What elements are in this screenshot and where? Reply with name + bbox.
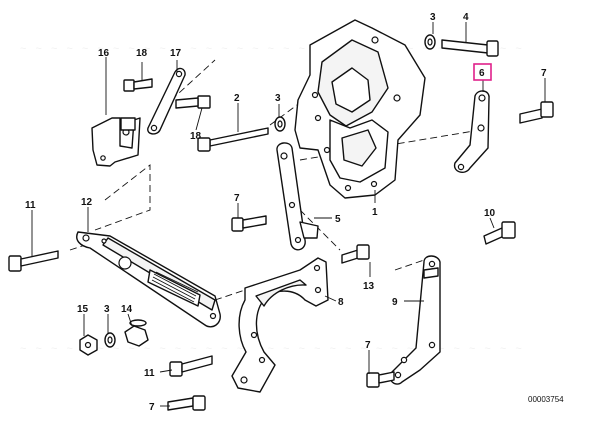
part-11-bolt-upper [8, 250, 59, 272]
part-3-washer-low [104, 332, 116, 348]
callout-9: 9 [392, 297, 398, 308]
part-1-main-bracket [294, 19, 426, 199]
part-5-strut [276, 142, 319, 251]
callout-labels: 16 18 17 18 2 3 3 4 6 7 1 5 7 11 12 10 1… [25, 12, 547, 413]
callout-15: 15 [77, 304, 89, 315]
callout-14: 14 [121, 304, 133, 315]
part-14-flange-nut [124, 319, 149, 347]
callout-6: 6 [479, 68, 485, 79]
part-2-stud [197, 127, 269, 152]
part-3-washer-mid [274, 116, 286, 132]
callout-10: 10 [484, 208, 496, 219]
callout-11: 11 [25, 200, 36, 211]
callout-18: 18 [190, 131, 202, 142]
callout-3: 3 [430, 12, 436, 23]
part-7-bolt-lower-right [366, 371, 395, 388]
callout-1: 1 [372, 207, 378, 218]
highlight-box [473, 63, 492, 81]
callout-3: 3 [275, 93, 281, 104]
callout-5: 5 [335, 214, 341, 225]
drawing-number: 00003754 [528, 395, 564, 404]
callout-7: 7 [365, 340, 371, 351]
callout-17: 17 [170, 48, 182, 59]
assembly-line [394, 257, 431, 271]
callout-4: 4 [463, 12, 469, 23]
callout-7: 7 [541, 68, 547, 79]
part-15-nut [79, 334, 98, 356]
callout-3: 3 [104, 304, 110, 315]
part-7-bolt-mid [231, 215, 267, 232]
callout-8: 8 [338, 297, 344, 308]
callout-13: 13 [363, 281, 375, 292]
callout-12: 12 [81, 197, 93, 208]
leader-lines [31, 22, 546, 407]
callout-7: 7 [149, 402, 155, 413]
callout-11: 11 [144, 368, 155, 379]
part-9-bracket [389, 255, 441, 385]
part-7-bolt-lower [167, 395, 206, 411]
callout-18: 18 [136, 48, 148, 59]
part-10-bolt [483, 221, 516, 245]
part-3-washer-top [424, 34, 436, 50]
part-12-adjusting-bar [76, 231, 221, 328]
part-11-bolt-lower [169, 355, 213, 377]
callout-2: 2 [234, 93, 240, 104]
part-7-bolt-right [519, 101, 554, 124]
part-13-bolt [341, 244, 370, 264]
part-16-angle-bracket [91, 117, 141, 167]
part-18-bolt-lower [175, 95, 211, 109]
part-4-bolt [441, 39, 499, 57]
watermark: ~ ~ ~ ~ ~ ~ ~ ~ ~ ~ ~ ~ ~ ~ ~ ~ ~ ~ ~ ~ … [20, 343, 525, 355]
callout-7: 7 [234, 193, 240, 204]
part-18-bolt-upper [123, 78, 153, 92]
callout-16: 16 [98, 48, 110, 59]
part-6-strap [453, 90, 490, 173]
part-8-curved-bracket [231, 257, 329, 393]
assembly-line [299, 209, 341, 251]
